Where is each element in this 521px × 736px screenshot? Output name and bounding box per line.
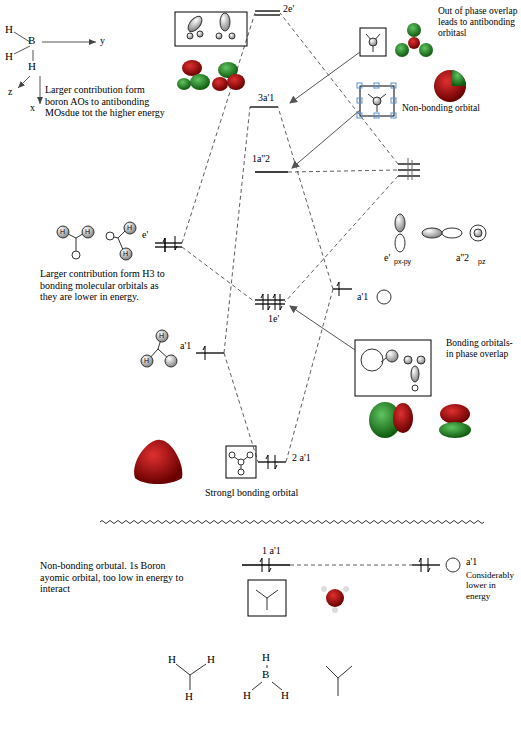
orbital-label: H [207,653,215,666]
orbital-label: B [262,668,269,681]
annotation-note: Bonding orbitals- in phase overlap [446,338,518,360]
orbital-label: a'1 [357,291,368,303]
orbital-label: e' [384,252,390,264]
annotation-note: Larger contribution form H3 to bonding m… [40,268,165,303]
orbital-label: 1 a'1 [262,545,281,557]
orbital-label: 1e' [268,313,279,325]
orbital-label: H [159,332,164,340]
orbital-label: 2 a'1 [292,452,311,464]
orbital-label: a'1 [466,556,477,568]
orbital-label: H [5,50,13,63]
orbital-label: H [281,689,289,702]
orbital-label: H [243,689,251,702]
orbital-label: H [144,357,149,365]
orbital-label: H [262,651,270,664]
orbital-label: e' [142,229,148,241]
orbital-label: x [30,102,35,114]
orbital-label: H [85,228,90,236]
orbital-label: a''2 [456,252,469,264]
annotation-note: Non-bonding orbutal. 1s Boron ayomic orb… [40,560,190,595]
annotation-note: Out of phase overlap leads to antibondin… [438,6,518,39]
orbital-label: px-py [394,258,411,266]
annotation-note: Strongl bonding orbital [205,487,335,499]
orbital-label: H [123,250,128,258]
orbital-label: B [28,34,35,47]
annotation-note: Non-bonding orbital [402,103,512,114]
orbital-label: 1a''2 [252,153,270,165]
orbital-label: 2e' [283,3,294,15]
orbital-label: y [100,35,105,47]
orbital-label: H [5,23,13,36]
orbital-label: H [185,690,193,703]
annotation-note: Considerably lower in energy [466,570,518,601]
orbital-label: H [127,224,132,232]
orbital-label: z [8,86,12,98]
orbital-label: H [28,60,36,73]
orbital-label: a'1 [180,340,191,352]
annotation-note: Larger contribution form boron AOs to an… [45,84,170,119]
orbital-label: H [60,228,65,236]
orbital-label: H [168,653,176,666]
orbital-label: pz [478,258,485,266]
orbital-label: 3a'1 [258,92,274,104]
